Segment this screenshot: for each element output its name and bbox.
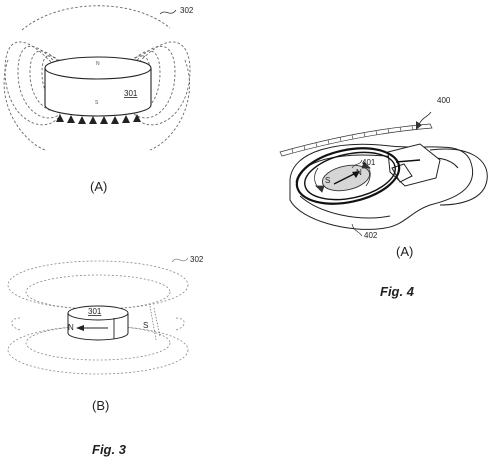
pole-s-label-b: S: [143, 321, 148, 330]
figure-4-label: Fig. 4: [380, 284, 415, 299]
housing-ref-402: 402: [364, 231, 378, 240]
pole-s-label: S: [95, 100, 99, 106]
disc-magnet-301: N S 301: [44, 56, 152, 117]
field-ref-leader-b: [171, 257, 189, 263]
fig4-pole-s: S: [325, 176, 330, 185]
housing-leader: [351, 223, 363, 237]
field-ref-302: 302: [180, 6, 194, 15]
magnet-401: S N: [321, 164, 371, 192]
fig4-pole-n: N: [356, 168, 362, 177]
field-ref-leader: [159, 9, 177, 15]
magnet-leader: [351, 159, 363, 169]
caption-4a: (A): [396, 244, 413, 259]
figure-3a: N S 301 302 (A): [3, 5, 194, 194]
pole-n-label: N: [96, 61, 100, 67]
magnet-ref-401: 401: [362, 158, 376, 167]
figure-3b: N S 301 302 (B): [7, 255, 204, 413]
caption-3b: (B): [92, 398, 109, 413]
figure-4: S N 401 402 400 (A): [279, 96, 488, 259]
disc-magnet-301b: N S 301: [67, 305, 161, 341]
rotation-arrows: [314, 161, 371, 193]
device-ref-400: 400: [437, 96, 451, 105]
device-leader-arrow: [416, 121, 422, 130]
magnet-ref-301b: 301: [88, 307, 102, 316]
flux-arrowheads: [56, 114, 141, 124]
coil-windings: [295, 147, 421, 205]
field-ref-302b: 302: [190, 255, 204, 264]
pole-n-label-b: N: [68, 323, 74, 332]
caption-3a: (A): [90, 179, 107, 194]
figure-3-label: Fig. 3: [92, 442, 127, 457]
magnet-ref-301: 301: [124, 89, 138, 98]
segmented-antenna: [279, 123, 433, 157]
